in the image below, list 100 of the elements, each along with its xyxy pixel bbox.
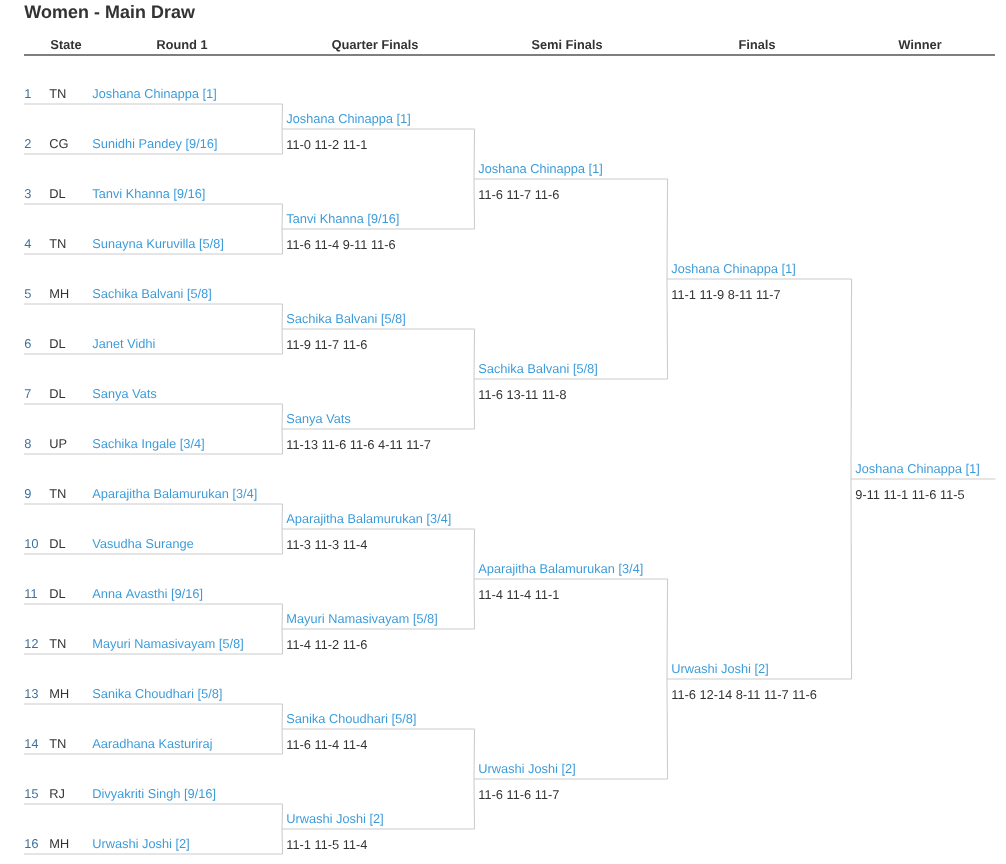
bracket-line xyxy=(281,803,284,830)
player-name: Urwashi Joshi [2] xyxy=(672,663,768,676)
player-slot xyxy=(281,414,476,430)
player-name: Sanika Choudhari [5/8] xyxy=(286,713,416,726)
player-slot xyxy=(23,238,284,255)
state-code: DL xyxy=(50,589,66,598)
player-slot xyxy=(850,463,997,480)
match-score: 9-11 11-1 11-6 11-5 xyxy=(855,490,965,500)
player-slot xyxy=(281,513,476,530)
player-slot xyxy=(23,288,284,305)
column-header: State xyxy=(50,40,82,50)
bracket-line xyxy=(281,228,284,255)
player-name: Divyakriti Singh [9/16] xyxy=(93,788,216,801)
player-slot xyxy=(23,638,284,655)
player-slot xyxy=(281,813,476,830)
player-name: Sachika Balvani [5/8] xyxy=(286,313,405,326)
seed-number: 8 xyxy=(24,439,31,449)
state-code: CG xyxy=(49,139,68,149)
player-slot xyxy=(23,138,284,155)
seed-number: 10 xyxy=(25,539,38,549)
bracket-line xyxy=(281,628,284,655)
bracket-line xyxy=(850,478,853,680)
bracket-line xyxy=(473,378,476,430)
bracket-line xyxy=(281,328,284,355)
match-score: 11-4 11-4 11-1 xyxy=(479,590,559,599)
state-code: DL xyxy=(50,389,66,398)
match-score: 11-6 12-14 8-11 11-7 11-6 xyxy=(672,690,817,700)
player-slot xyxy=(473,163,669,180)
player-slot xyxy=(23,588,284,605)
seed-number: 16 xyxy=(25,839,38,849)
player-slot xyxy=(473,763,669,780)
state-code: TN xyxy=(49,489,66,498)
player-slot xyxy=(23,389,284,405)
match-score: 11-1 11-9 8-11 11-7 xyxy=(672,290,780,300)
player-slot xyxy=(473,363,669,380)
bracket-line xyxy=(281,303,284,330)
bracket-line xyxy=(473,728,476,780)
state-code: MH xyxy=(50,839,69,848)
state-code: TN xyxy=(49,639,66,648)
player-slot xyxy=(281,613,476,630)
player-slot xyxy=(23,188,284,205)
match-score: 11-6 11-7 11-6 xyxy=(479,190,559,200)
bracket-line xyxy=(473,128,476,180)
player-slot xyxy=(281,713,476,730)
seed-number: 3 xyxy=(24,189,31,199)
bracket-line xyxy=(666,578,669,680)
player-name: Janet Vidhi xyxy=(92,338,155,349)
player-name: Sanya Vats xyxy=(92,389,157,401)
seed-number: 15 xyxy=(25,789,38,799)
bracket-line xyxy=(281,128,284,155)
bracket-line xyxy=(473,178,476,230)
bracket-line xyxy=(281,428,284,455)
seed-number: 1 xyxy=(25,89,31,98)
bracket-line xyxy=(473,578,476,630)
player-slot xyxy=(23,688,284,705)
player-name: Aparajitha Balamurukan [3/4] xyxy=(478,563,643,576)
player-slot xyxy=(281,313,476,330)
bracket-line xyxy=(281,528,284,555)
state-code: DL xyxy=(50,339,66,348)
player-name: Aparajitha Balamurukan [3/4] xyxy=(286,513,451,526)
player-name: Urwashi Joshi [2] xyxy=(287,813,383,826)
bracket-line xyxy=(281,203,284,230)
column-header: Semi Finals xyxy=(531,39,603,50)
title: Women - Main Draw xyxy=(24,4,195,19)
bracket-line xyxy=(281,703,284,730)
player-slot xyxy=(23,488,284,505)
player-slot xyxy=(23,738,284,755)
match-score: 11-4 11-2 11-6 xyxy=(287,640,367,650)
player-name: Aaradhana Kasturiraj xyxy=(92,738,212,751)
player-name: Tanvi Khanna [9/16] xyxy=(286,213,399,226)
state-code: MH xyxy=(50,289,69,298)
seed-number: 14 xyxy=(25,739,39,748)
player-slot xyxy=(23,438,284,455)
player-name: Sanya Vats xyxy=(286,414,351,426)
player-slot xyxy=(23,538,284,555)
player-name: Sanika Choudhari [5/8] xyxy=(92,688,222,701)
match-score: 11-6 11-6 11-7 xyxy=(479,790,559,800)
player-name: Urwashi Joshi [2] xyxy=(479,763,575,776)
bracket-line xyxy=(473,528,476,580)
player-name: Joshana Chinappa [1] xyxy=(478,163,602,176)
player-name: Joshana Chinappa [1] xyxy=(286,113,410,126)
player-slot xyxy=(23,88,284,105)
player-name: Urwashi Joshi [2] xyxy=(93,838,189,851)
player-name: Sachika Balvani [5/8] xyxy=(92,288,211,301)
player-name: Sachika Ingale [3/4] xyxy=(92,438,204,451)
player-slot xyxy=(23,788,284,805)
bracket-line xyxy=(281,403,284,430)
player-slot xyxy=(666,263,853,280)
state-code: TN xyxy=(49,89,66,98)
player-name: Tanvi Khanna [9/16] xyxy=(92,188,205,201)
player-slot xyxy=(473,563,669,580)
player-name: Vasudha Surange xyxy=(92,538,194,551)
bracket-line xyxy=(281,728,284,755)
state-code: UP xyxy=(50,439,67,449)
match-score: 11-6 13-11 11-8 xyxy=(479,390,566,400)
seed-number: 11 xyxy=(25,589,37,598)
seed-number: 12 xyxy=(25,639,38,648)
player-name: Joshana Chinappa [1] xyxy=(855,463,979,476)
bracket-line xyxy=(281,603,284,630)
state-code: DL xyxy=(50,189,66,198)
